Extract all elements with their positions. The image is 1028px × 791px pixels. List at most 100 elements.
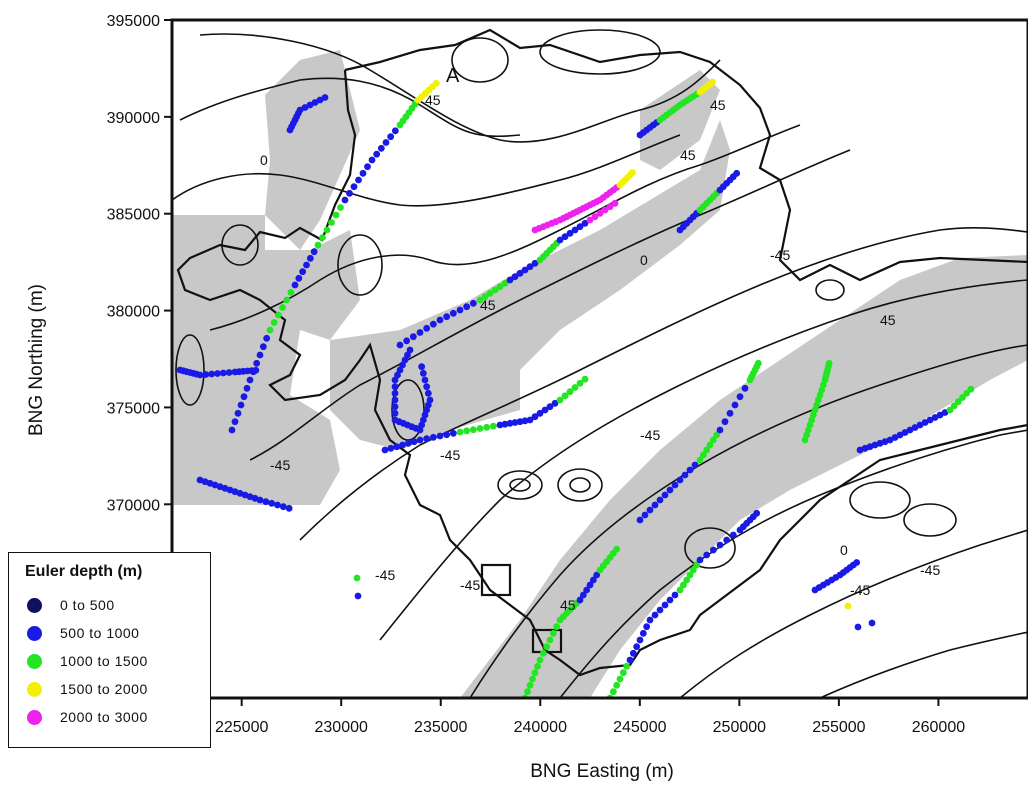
euler-point: [586, 581, 594, 589]
euler-point: [946, 406, 954, 414]
euler-point: [319, 234, 326, 241]
euler-point: [566, 229, 574, 237]
euler-point: [253, 359, 261, 367]
euler-point: [696, 456, 704, 464]
euler-point: [237, 401, 245, 409]
euler-point: [646, 616, 654, 624]
euler-point: [601, 206, 609, 214]
euler-point: [844, 602, 852, 610]
contour-label: 0: [640, 252, 648, 268]
euler-point: [501, 420, 509, 428]
contour-closed-loop: [175, 334, 205, 406]
euler-point: [416, 436, 424, 444]
euler-point: [387, 133, 395, 141]
euler-point: [581, 219, 589, 227]
x-tick-label: 225000: [215, 719, 268, 736]
euler-point: [543, 643, 551, 651]
euler-point: [268, 499, 276, 507]
euler-point: [549, 629, 557, 637]
legend-item: 2000 to 3000: [27, 707, 148, 727]
contour-line: [179, 77, 521, 138]
euler-point: [661, 491, 669, 499]
euler-point: [423, 435, 431, 443]
euler-point: [566, 388, 574, 396]
euler-point: [456, 306, 464, 314]
euler-point: [716, 426, 724, 434]
euler-point: [291, 281, 299, 289]
euler-point: [314, 241, 322, 249]
contour-label: -45: [270, 457, 290, 473]
x-tick-label: 240000: [514, 719, 567, 736]
legend-label: 0 to 500: [60, 597, 115, 613]
contour-closed-loop: [849, 481, 911, 519]
x-axis-title: BNG Easting (m): [530, 761, 674, 782]
euler-point: [613, 545, 621, 553]
contour-label: 0: [260, 152, 268, 168]
contour-label: -45: [440, 447, 460, 463]
y-axis-title: BNG Northing (m): [26, 284, 47, 436]
euler-point: [593, 571, 601, 579]
euler-point: [616, 675, 624, 683]
euler-point: [409, 333, 417, 341]
contour-closed-loop: [557, 468, 603, 502]
euler-point: [353, 574, 361, 582]
contour-line: [379, 279, 1028, 641]
inset-box: [531, 628, 563, 654]
euler-point: [561, 392, 569, 400]
euler-point: [469, 299, 477, 307]
euler-point: [391, 403, 399, 411]
legend-item: 1500 to 2000: [27, 679, 148, 699]
euler-point: [429, 320, 437, 328]
contour-line: [469, 344, 1028, 698]
euler-point: [279, 304, 286, 311]
euler-point: [526, 263, 534, 271]
euler-point: [733, 169, 741, 177]
euler-point: [463, 427, 471, 435]
euler-point: [476, 425, 484, 432]
euler-point: [576, 379, 584, 387]
euler-point: [246, 376, 254, 384]
euler-point: [489, 422, 497, 430]
legend-label: 1500 to 2000: [60, 681, 148, 697]
euler-point: [391, 409, 399, 417]
contour-label: 45: [560, 597, 576, 613]
euler-point: [259, 343, 267, 351]
euler-point: [586, 216, 594, 224]
euler-point: [541, 406, 549, 414]
euler-point: [252, 366, 260, 374]
euler-point: [341, 196, 349, 204]
euler-point: [393, 443, 401, 451]
euler-point: [270, 319, 278, 326]
euler-point: [666, 486, 674, 494]
euler-point: [469, 426, 477, 434]
euler-point: [404, 439, 412, 447]
contour-closed-loop: [337, 234, 383, 296]
euler-point: [676, 476, 684, 484]
legend-item: 0 to 500: [27, 595, 115, 615]
euler-point: [391, 376, 399, 384]
euler-point: [443, 431, 451, 439]
euler-point: [576, 223, 584, 231]
contour-label: 45: [880, 312, 896, 328]
euler-point: [256, 496, 264, 504]
euler-point: [651, 611, 659, 619]
euler-point: [661, 601, 669, 609]
euler-point: [426, 396, 434, 404]
euler-point: [332, 211, 340, 219]
euler-point: [571, 226, 579, 234]
euler-point: [633, 643, 641, 651]
legend-title: Euler depth (m): [25, 563, 143, 580]
plot-frame: [170, 18, 1028, 700]
euler-point: [410, 438, 418, 446]
euler-point: [391, 396, 399, 404]
euler-point: [579, 591, 587, 599]
euler-point: [449, 429, 457, 437]
euler-point: [266, 326, 274, 334]
contour-line: [819, 631, 1028, 698]
euler-point: [825, 359, 833, 367]
euler-point: [531, 413, 539, 421]
euler-point: [613, 681, 621, 689]
